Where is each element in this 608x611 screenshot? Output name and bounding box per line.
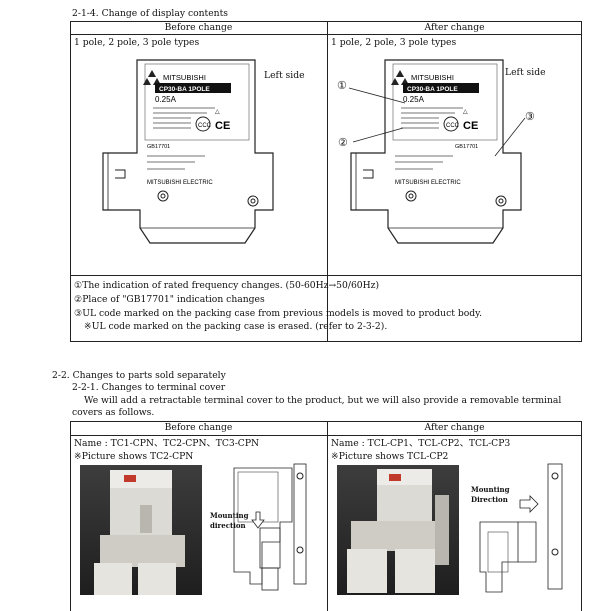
subheading-2-2-1: 2-2-1. Changes to terminal cover	[72, 382, 226, 393]
svg-text:CE: CE	[215, 120, 230, 132]
note-gb17701-place: ②Place of "GB17701" indication changes	[74, 294, 265, 305]
after-cover-name: Name : TCL-CP1、TCL-CP2、TCL-CP3	[331, 438, 511, 449]
callout-1: ①	[337, 79, 347, 92]
after-left-side-label: Left side	[505, 67, 546, 78]
svg-text:CP30-BA 1POLE: CP30-BA 1POLE	[159, 86, 210, 93]
svg-text:△: △	[463, 108, 468, 115]
after-picture-caption: ※Picture shows TCL-CP2	[331, 451, 449, 462]
note-ul-code-erased: ※UL code marked on the packing case is e…	[84, 321, 388, 332]
svg-text:0.25A: 0.25A	[155, 95, 177, 104]
before-mounting-label-1: Mounting	[210, 511, 249, 520]
before-product-drawing: MITSUBISHI CP30-BA 1POLE 0.25A CCC CE △ …	[102, 59, 274, 244]
svg-text:CP30-BA 1POLE: CP30-BA 1POLE	[407, 86, 458, 93]
before-cover-name: Name : TC1-CPN、TC2-CPN、TC3-CPN	[74, 438, 260, 449]
after-mounting-drawing	[479, 463, 563, 593]
after-pole-types: 1 pole, 2 pole, 3 pole types	[331, 37, 457, 48]
before-mounting-drawing	[233, 463, 307, 591]
svg-text:CCC: CCC	[198, 123, 212, 129]
before-change-header: Before change	[164, 22, 233, 33]
svg-text:MITSUBISHI: MITSUBISHI	[411, 73, 454, 82]
body-text-line-1: We will add a retractable terminal cover…	[84, 395, 562, 406]
svg-text:0.25A: 0.25A	[403, 95, 425, 104]
before-mounting-label-2: direction	[210, 521, 246, 530]
svg-text:MITSUBISHI ELECTRIC: MITSUBISHI ELECTRIC	[147, 180, 213, 186]
svg-text:CCC: CCC	[446, 123, 460, 129]
section-heading-2-2: 2-2. Changes to parts sold separately	[52, 370, 226, 381]
after-mounting-label-1: Mounting	[471, 485, 510, 494]
after-change-header-2: After change	[424, 422, 485, 433]
before-left-side-label: Left side	[264, 70, 305, 81]
label-brand: MITSUBISHI	[163, 73, 206, 82]
note-ul-code-moved: ③UL code marked on the packing case from…	[74, 308, 483, 319]
after-mounting-label-2: Direction	[471, 495, 508, 504]
callout-2: ②	[338, 136, 348, 149]
svg-text:MITSUBISHI ELECTRIC: MITSUBISHI ELECTRIC	[395, 180, 461, 186]
after-change-header: After change	[424, 22, 485, 33]
comparison-table-display	[70, 21, 582, 342]
body-text-line-2: covers as follows.	[72, 407, 155, 418]
after-cover-photo	[337, 465, 459, 595]
svg-text:GB17701: GB17701	[455, 144, 478, 150]
svg-text:△: △	[215, 108, 220, 115]
before-cover-photo	[80, 465, 202, 595]
svg-text:CE: CE	[463, 120, 478, 132]
after-product-drawing: MITSUBISHI CP30-BA 1POLE 0.25A CCC CE △ …	[348, 59, 526, 244]
callout-3: ③	[525, 110, 535, 123]
before-change-header-2: Before change	[164, 422, 233, 433]
note-frequency-change: ①The indication of rated frequency chang…	[74, 280, 380, 291]
comparison-table-terminal-cover	[70, 421, 582, 611]
svg-text:GB17701: GB17701	[147, 144, 170, 150]
before-pole-types: 1 pole, 2 pole, 3 pole types	[74, 37, 200, 48]
section-heading-2-1-4: 2-1-4. Change of display contents	[72, 8, 229, 19]
before-picture-caption: ※Picture shows TC2-CPN	[74, 451, 194, 462]
